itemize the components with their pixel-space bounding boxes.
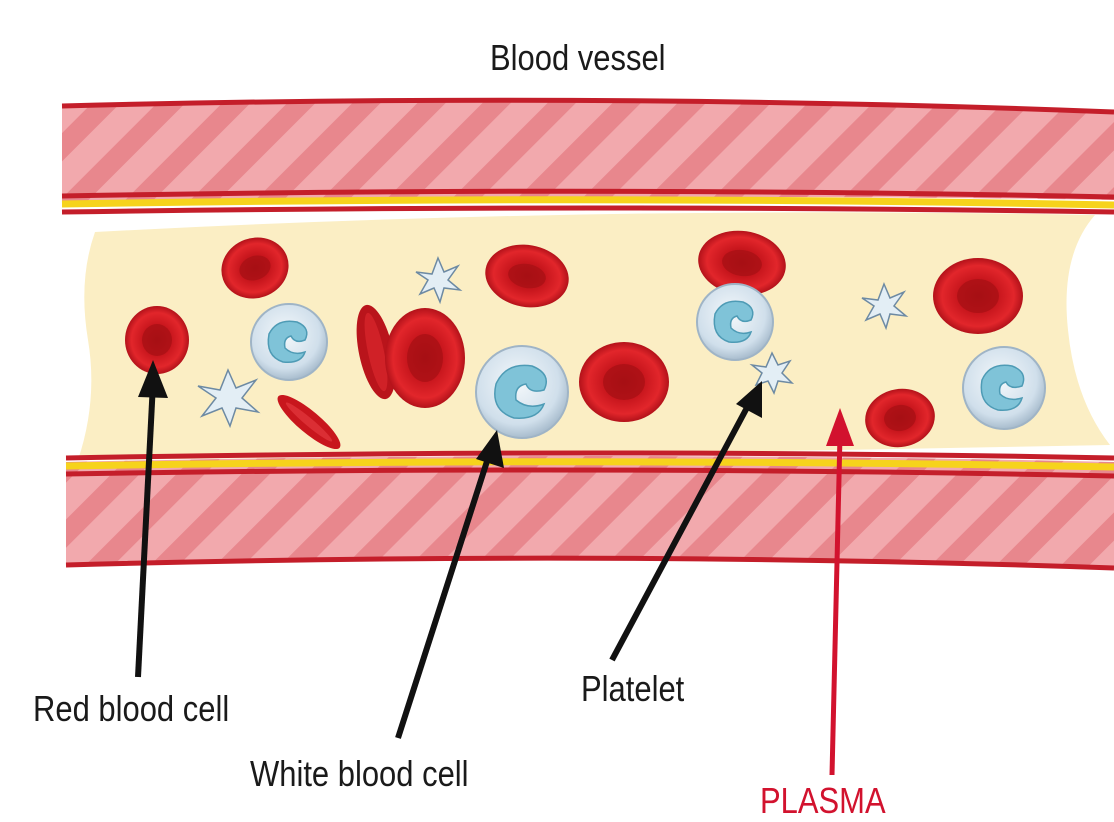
- white-blood-cell: [476, 346, 568, 438]
- vessel-wall-top: [62, 100, 1114, 212]
- white-blood-cell: [251, 304, 327, 380]
- red-blood-cell: [579, 342, 669, 422]
- red-blood-cell: [933, 258, 1023, 334]
- white-blood-cell: [963, 347, 1045, 429]
- label-red-blood-cell: Red blood cell: [33, 688, 229, 730]
- white-blood-cell: [697, 284, 773, 360]
- vessel-wall-bottom: [66, 453, 1114, 568]
- label-platelet: Platelet: [581, 668, 684, 710]
- label-plasma: PLASMA: [760, 780, 886, 822]
- red-blood-cell: [125, 306, 189, 374]
- label-white-blood-cell: White blood cell: [250, 753, 469, 795]
- diagram-title: Blood vessel: [490, 37, 666, 79]
- red-blood-cell: [385, 308, 465, 408]
